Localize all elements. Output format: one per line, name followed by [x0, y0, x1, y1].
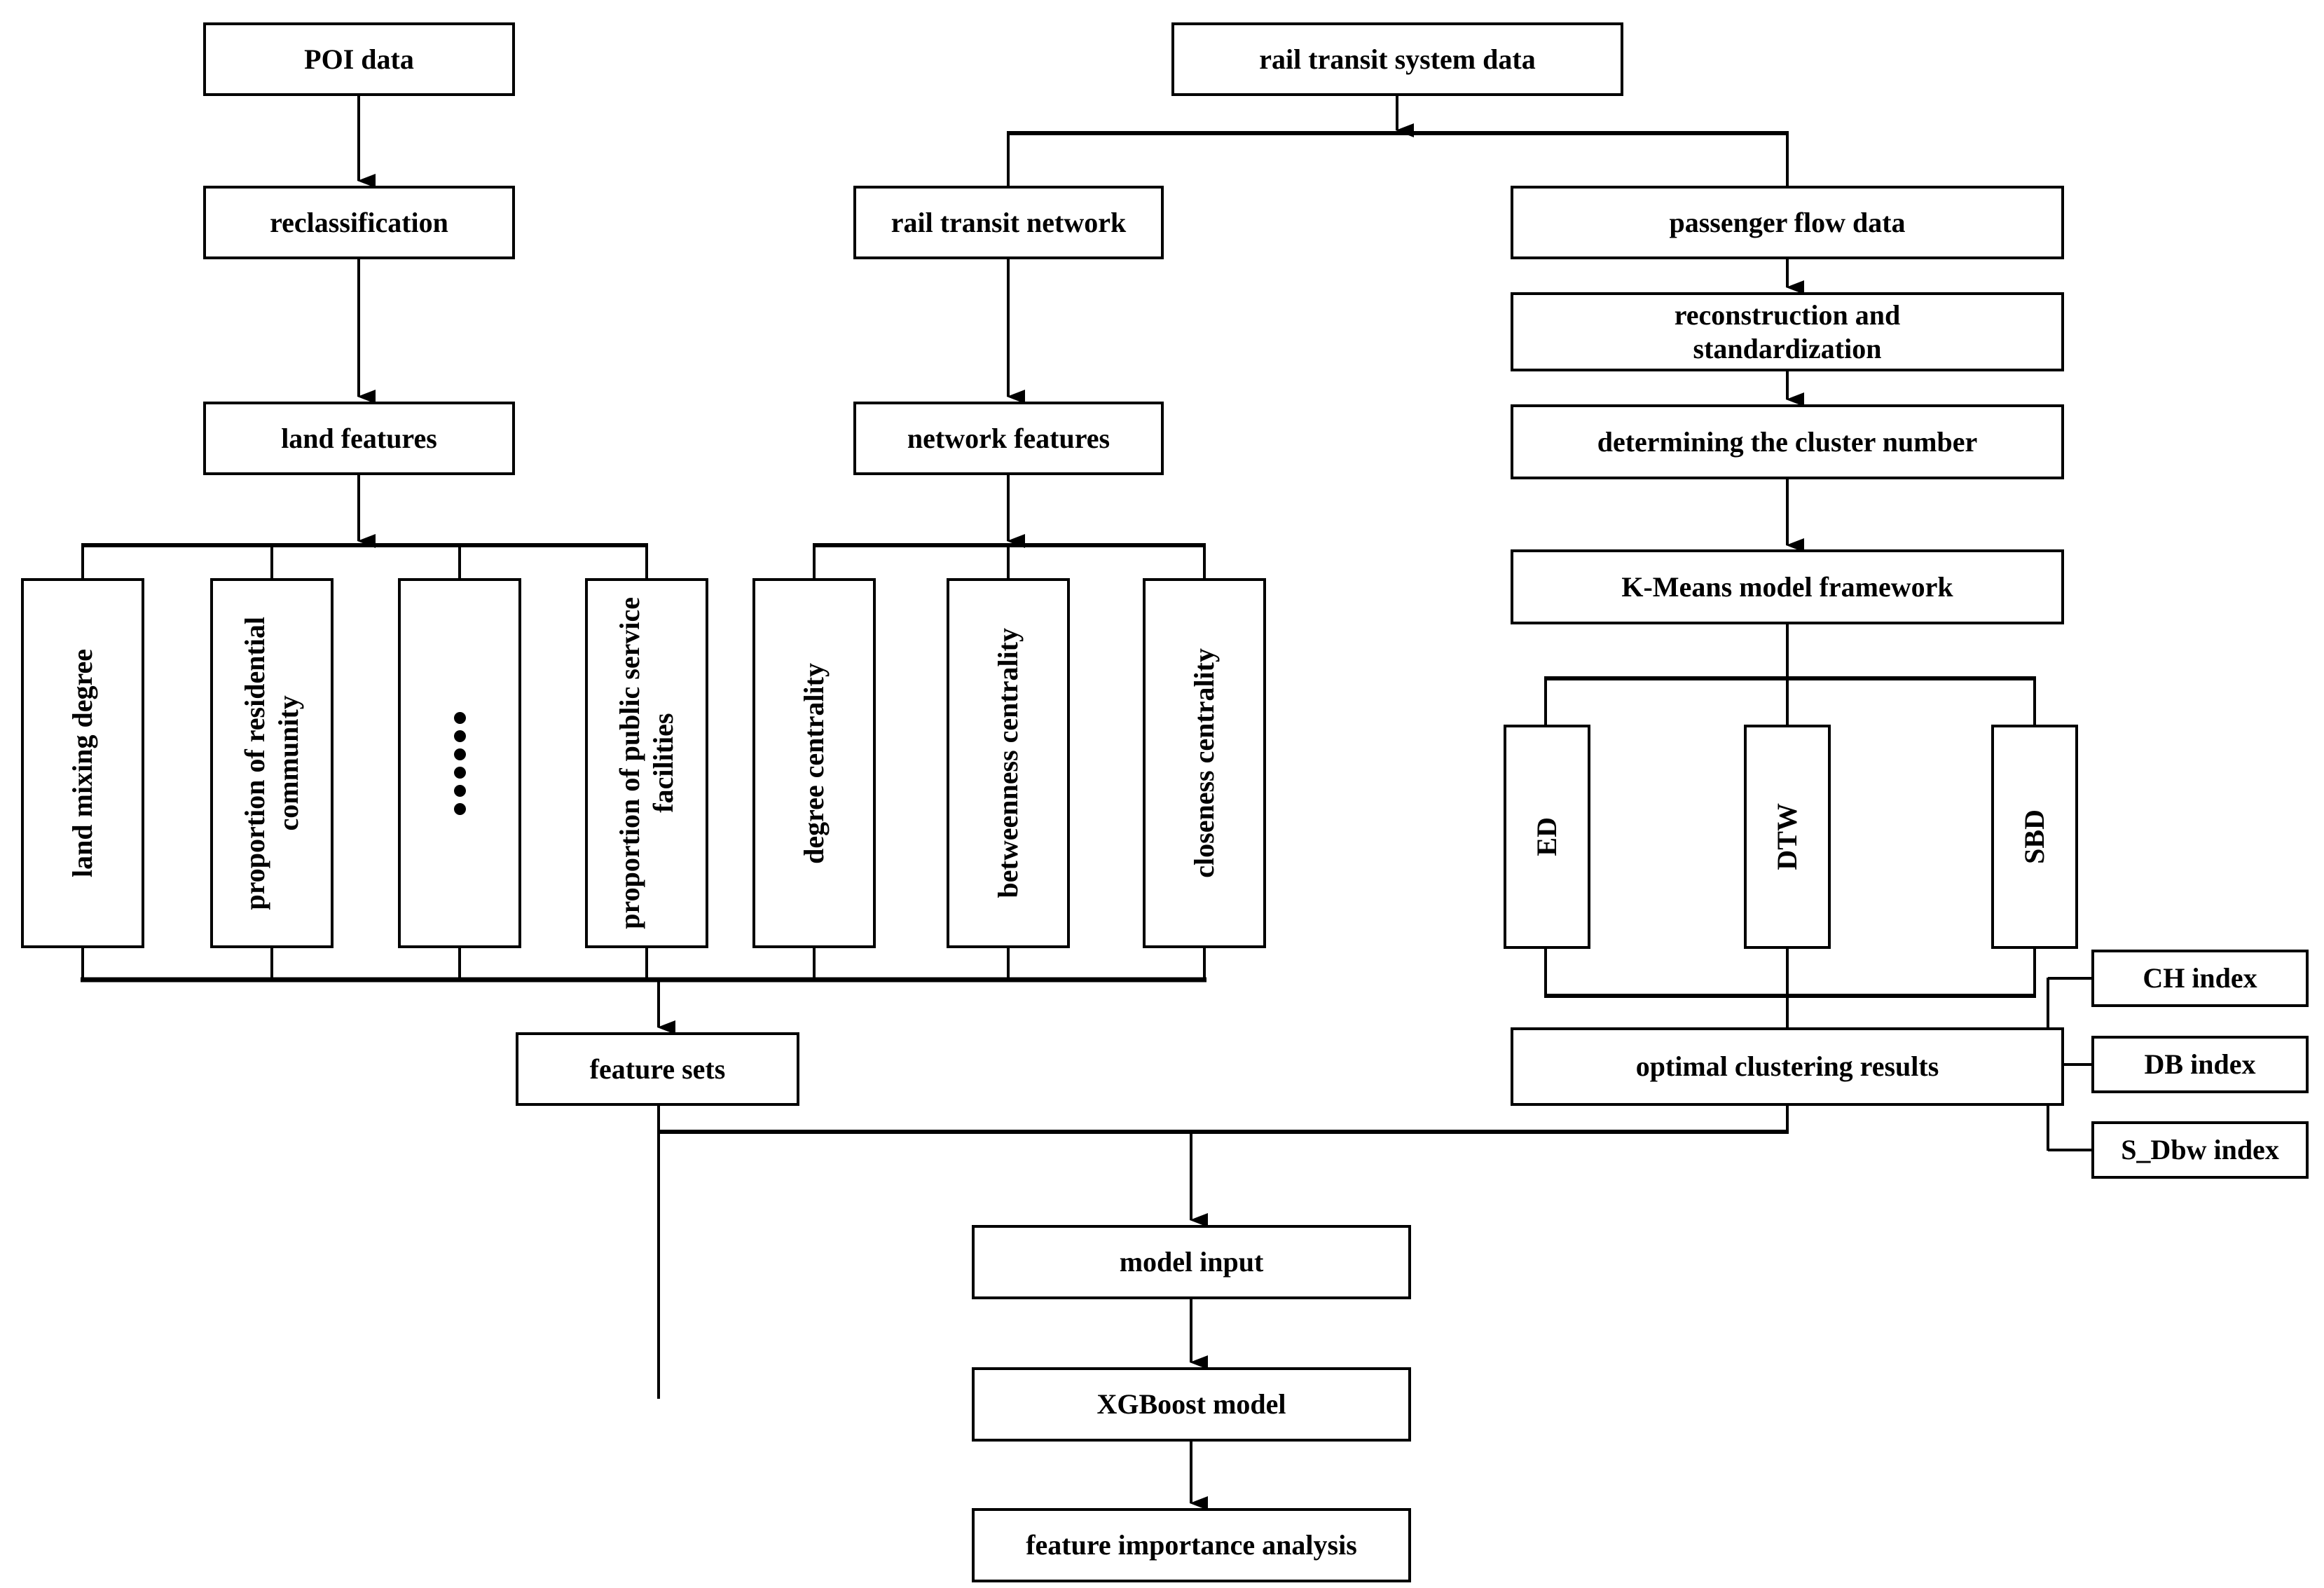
node-kmeans-model-framework-label: K-Means model framework: [1621, 570, 1953, 603]
node-proportion-public-service-facilities[interactable]: proportion of public service facilities: [585, 578, 708, 948]
node-land-mixing-degree[interactable]: land mixing degree: [21, 578, 144, 948]
node-reclassification[interactable]: reclassification: [203, 186, 515, 259]
node-feature-sets[interactable]: feature sets: [516, 1032, 799, 1106]
node-proportion-residential-community-label: proportion of residential community: [239, 616, 304, 910]
node-ch-index[interactable]: CH index: [2091, 950, 2309, 1007]
node-ch-index-label: CH index: [2143, 962, 2257, 994]
node-proportion-residential-community[interactable]: proportion of residential community: [210, 578, 334, 948]
node-determining-cluster-number[interactable]: determining the cluster number: [1511, 404, 2064, 479]
node-feature-sets-label: feature sets: [589, 1053, 726, 1085]
node-model-input-label: model input: [1119, 1246, 1264, 1278]
node-closeness-centrality[interactable]: closeness centrality: [1143, 578, 1266, 948]
node-xgboost-model-label: XGBoost model: [1096, 1388, 1286, 1420]
node-sbd[interactable]: SBD: [1991, 725, 2078, 949]
node-ed-label: ED: [1531, 817, 1562, 856]
node-ed[interactable]: ED: [1504, 725, 1590, 949]
node-model-input[interactable]: model input: [972, 1225, 1411, 1299]
node-passenger-flow-data-label: passenger flow data: [1669, 206, 1906, 238]
node-reclassification-label: reclassification: [270, 206, 448, 238]
node-passenger-flow-data[interactable]: passenger flow data: [1511, 186, 2064, 259]
node-rail-transit-network[interactable]: rail transit network: [853, 186, 1164, 259]
node-closeness-centrality-label: closeness centrality: [1188, 648, 1220, 878]
node-rail-transit-network-label: rail transit network: [891, 206, 1127, 238]
node-rail-transit-system-data[interactable]: rail transit system data: [1171, 22, 1623, 96]
node-optimal-clustering-results-label: optimal clustering results: [1635, 1050, 1939, 1082]
node-poi-data[interactable]: POI data: [203, 22, 515, 96]
node-network-features-label: network features: [907, 422, 1111, 454]
node-reconstruction-standardization[interactable]: reconstruction and standardization: [1511, 292, 2064, 371]
node-land-features[interactable]: land features: [203, 402, 515, 475]
node-poi-data-label: POI data: [304, 43, 414, 75]
node-xgboost-model[interactable]: XGBoost model: [972, 1367, 1411, 1442]
ellipsis-icon: [453, 711, 466, 815]
node-betweenness-centrality[interactable]: betweenness centrality: [947, 578, 1070, 948]
node-degree-centrality-label: degree centrality: [798, 662, 830, 864]
node-sbd-label: SBD: [2019, 809, 2050, 864]
node-s-dbw-index[interactable]: S_Dbw index: [2091, 1121, 2309, 1179]
node-reconstruction-standardization-label: reconstruction and standardization: [1674, 299, 1901, 364]
node-dtw-label: DTW: [1771, 803, 1803, 870]
node-feature-importance-analysis[interactable]: feature importance analysis: [972, 1508, 1411, 1582]
node-proportion-public-service-facilities-label: proportion of public service facilities: [614, 597, 679, 929]
node-kmeans-model-framework[interactable]: K-Means model framework: [1511, 549, 2064, 624]
node-s-dbw-index-label: S_Dbw index: [2121, 1134, 2279, 1165]
node-degree-centrality[interactable]: degree centrality: [752, 578, 876, 948]
node-ellipsis[interactable]: [398, 578, 521, 948]
node-optimal-clustering-results[interactable]: optimal clustering results: [1511, 1027, 2064, 1106]
node-feature-importance-analysis-label: feature importance analysis: [1026, 1529, 1357, 1561]
node-network-features[interactable]: network features: [853, 402, 1164, 475]
node-db-index-label: DB index: [2144, 1048, 2256, 1080]
node-land-mixing-degree-label: land mixing degree: [67, 649, 98, 877]
node-determining-cluster-number-label: determining the cluster number: [1597, 425, 1978, 458]
node-land-features-label: land features: [281, 422, 437, 454]
node-dtw[interactable]: DTW: [1744, 725, 1831, 949]
node-db-index[interactable]: DB index: [2091, 1036, 2309, 1093]
node-betweenness-centrality-label: betweenness centrality: [992, 628, 1024, 898]
node-rail-transit-system-data-label: rail transit system data: [1259, 43, 1536, 75]
